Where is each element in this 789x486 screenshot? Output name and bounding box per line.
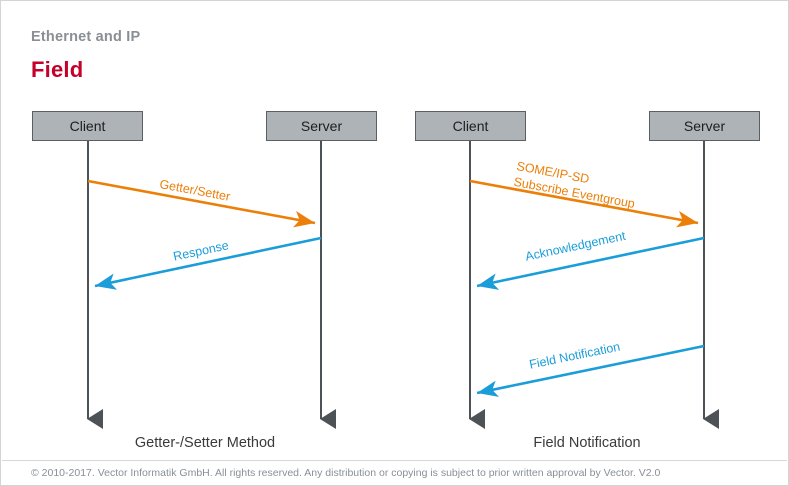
message-arrow-response [94, 236, 322, 290]
message-arrow-field-notification [476, 344, 705, 397]
copyright-footer: © 2010-2017. Vector Informatik GmbH. All… [31, 467, 661, 479]
message-arrow-acknowledgement [476, 236, 705, 290]
participant-label: Client [69, 118, 106, 134]
diagram-caption-field-notification: Field Notification [533, 435, 641, 451]
message-arrow-some-ip-sd-subscribe [469, 179, 699, 228]
message-arrow-getter-setter [87, 179, 316, 228]
page-title: Field [31, 57, 84, 82]
participant-label: Server [300, 118, 343, 134]
participant-box-right-client[interactable]: Client [415, 111, 526, 141]
participant-label: Server [683, 118, 726, 134]
footer-divider [2, 460, 787, 461]
slide-eyebrow: Ethernet and IP [31, 29, 141, 45]
participant-label: Client [452, 118, 489, 134]
participant-box-left-server[interactable]: Server [266, 111, 377, 141]
participant-box-left-client[interactable]: Client [32, 111, 143, 141]
participant-box-right-server[interactable]: Server [649, 111, 760, 141]
diagram-caption-getter-setter: Getter-/Setter Method [134, 435, 276, 451]
